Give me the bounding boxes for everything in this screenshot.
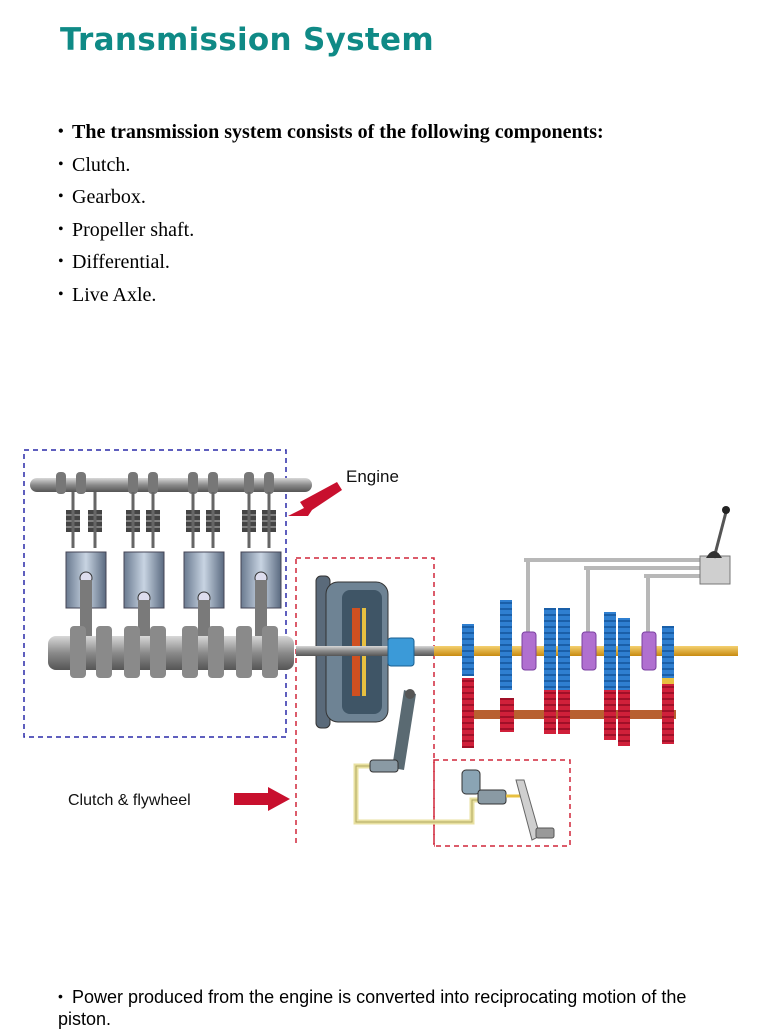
component-list: •The transmission system consists of the…: [58, 116, 604, 311]
engine-arrow-icon: [288, 482, 342, 516]
engine-label: Engine: [346, 467, 399, 486]
clutch-flywheel-label: Clutch & flywheel: [68, 792, 191, 809]
list-item: •The transmission system consists of the…: [58, 121, 604, 143]
clutch-arrow-icon: [234, 787, 290, 811]
gear-icon: [462, 678, 674, 748]
camshaft-icon: [30, 472, 312, 494]
crankshaft-icon: [48, 626, 294, 678]
clutch-group: [295, 557, 571, 847]
list-item: •Gearbox.: [58, 186, 146, 208]
list-item: •Differential.: [58, 251, 170, 273]
bottom-bullet: •Power produced from the engine is conve…: [58, 987, 687, 1029]
gear-icon: [462, 600, 674, 690]
engine-group: [23, 449, 312, 738]
slide-title: Transmission System: [60, 22, 434, 58]
clutch-pedal-icon: [506, 779, 555, 841]
list-item: •Clutch.: [58, 153, 131, 176]
bottom-text: Power produced from the engine is conver…: [58, 987, 687, 1029]
gear-lever-icon: [706, 506, 730, 559]
list-item: •Live Axle.: [58, 283, 157, 306]
transmission-diagram: Engine Clutch & flyw: [23, 449, 738, 847]
gearbox-group: [434, 506, 738, 748]
list-item: •Propeller shaft.: [58, 218, 195, 241]
piston-icon: [65, 551, 282, 609]
engine-boundary: [23, 449, 287, 738]
